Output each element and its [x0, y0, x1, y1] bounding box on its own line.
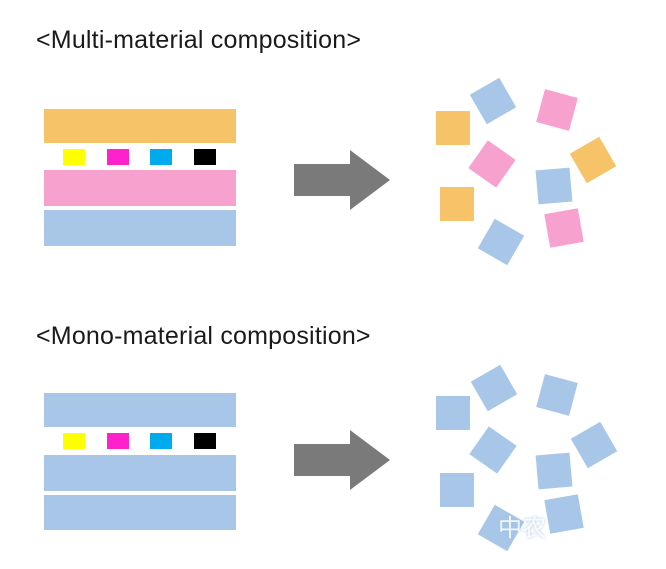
magenta-ink-swatch [107, 149, 129, 165]
pink-fragment [468, 140, 516, 188]
blue-layer [44, 455, 236, 491]
blue-fragment [536, 374, 578, 416]
blue-layer [44, 393, 236, 427]
orange-fragment [569, 136, 617, 184]
blue-fragment [436, 396, 470, 430]
blue-fragment [535, 167, 573, 205]
blue-fragment [469, 77, 517, 125]
right-arrow-icon [294, 430, 390, 490]
yellow-ink-swatch [63, 149, 85, 165]
blue-fragment [440, 473, 474, 507]
blue-fragment [535, 452, 573, 490]
cyan-ink-swatch [150, 149, 172, 165]
right-arrow-icon [294, 150, 390, 210]
cyan-ink-swatch [150, 433, 172, 449]
blue-layer [44, 210, 236, 246]
blue-layer [44, 495, 236, 530]
black-ink-swatch [194, 433, 216, 449]
orange-fragment [440, 187, 474, 221]
blue-fragment [570, 421, 618, 469]
black-ink-swatch [194, 149, 216, 165]
pink-fragment [544, 208, 584, 248]
orange-layer [44, 109, 236, 143]
yellow-ink-swatch [63, 433, 85, 449]
orange-fragment [436, 111, 470, 145]
watermark-logo: 中农 [498, 514, 546, 542]
pink-layer [44, 170, 236, 206]
blue-fragment [470, 364, 518, 412]
magenta-ink-swatch [107, 433, 129, 449]
pink-fragment [536, 89, 578, 131]
blue-fragment [469, 426, 517, 474]
mono-material-heading: <Mono-material composition> [36, 322, 371, 350]
blue-fragment [544, 494, 584, 534]
blue-fragment [477, 218, 525, 266]
multi-material-heading: <Multi-material composition> [36, 26, 362, 54]
